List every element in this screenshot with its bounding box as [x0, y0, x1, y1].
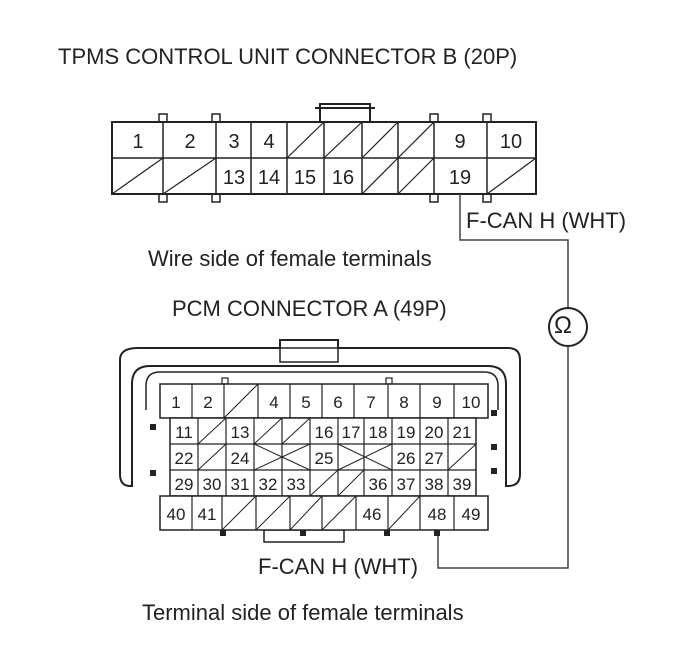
- tpms-pin: 9: [454, 131, 465, 153]
- tpms-pin: 4: [263, 131, 274, 153]
- tpms-pin: 19: [449, 167, 471, 189]
- tpms-pin: 14: [258, 167, 280, 189]
- pcm-pin: 41: [198, 505, 217, 524]
- pcm-pin: 49: [462, 505, 481, 524]
- pcm-pin: 7: [366, 393, 375, 412]
- tpms-pin: 1: [132, 131, 143, 153]
- pcm-pin: 40: [167, 505, 186, 524]
- pcm-pin: 37: [397, 475, 416, 494]
- pcm-pin: 46: [363, 505, 382, 524]
- pcm-pin: 24: [231, 449, 250, 468]
- pcm-pin: 30: [203, 475, 222, 494]
- pcm-pin: 21: [453, 423, 472, 442]
- pcm-pin: 27: [425, 449, 444, 468]
- pcm-pin: 26: [397, 449, 416, 468]
- pcm-pin: 1: [171, 393, 180, 412]
- pcm-connector: 1 2 4 5 6 7 8 9 10 11 13 16 17 18 19 20 …: [119, 339, 521, 543]
- pcm-pin: 38: [425, 475, 444, 494]
- pcm-pin: 25: [315, 449, 334, 468]
- pcm-pin: 10: [462, 393, 481, 412]
- pcm-pin: 36: [369, 475, 388, 494]
- pcm-pin: 20: [425, 423, 444, 442]
- tpms-pin: 16: [332, 167, 354, 189]
- tpms-connector-title: TPMS CONTROL UNIT CONNECTOR B (20P): [58, 44, 518, 69]
- pcm-pin: 6: [333, 393, 342, 412]
- pcm-pin: 33: [287, 475, 306, 494]
- pcm-pin: 32: [259, 475, 278, 494]
- tpms-pin: 13: [223, 167, 245, 189]
- ohmmeter-icon: [548, 307, 588, 347]
- tpms-pin: 15: [294, 167, 316, 189]
- pcm-pin: 4: [269, 393, 278, 412]
- pcm-terminal-side-caption: Terminal side of female terminals: [142, 600, 464, 625]
- pcm-pin: 39: [453, 475, 472, 494]
- pcm-wire-label: F-CAN H (WHT): [258, 554, 419, 579]
- pcm-pin: 22: [175, 449, 194, 468]
- ohm-symbol: Ω: [554, 312, 572, 339]
- pcm-pin: 18: [369, 423, 388, 442]
- pcm-pin: 48: [428, 505, 447, 524]
- tpms-pin: 3: [228, 131, 239, 153]
- tpms-pin: 10: [500, 131, 522, 153]
- tpms-wire-label: F-CAN H (WHT): [466, 208, 627, 233]
- pcm-pin: 29: [175, 475, 194, 494]
- pcm-pin: 2: [203, 393, 212, 412]
- pcm-connector-title: PCM CONNECTOR A (49P): [172, 296, 447, 321]
- tpms-connector: 1 2 3 4 9 10 13 14 15 16 19: [111, 103, 537, 203]
- pcm-pin: 17: [342, 423, 361, 442]
- tpms-pin: 2: [184, 131, 195, 153]
- pcm-pin: 19: [397, 423, 416, 442]
- pcm-pin: 11: [175, 423, 193, 442]
- pcm-pin: 16: [315, 423, 334, 442]
- pcm-pin: 5: [301, 393, 310, 412]
- tpms-wire-side-caption: Wire side of female terminals: [148, 246, 432, 271]
- pcm-pin: 31: [231, 475, 250, 494]
- measurement-wiring: [437, 194, 588, 569]
- pcm-pin: 9: [432, 393, 441, 412]
- pcm-pin: 8: [399, 393, 408, 412]
- pcm-pin: 13: [231, 423, 250, 442]
